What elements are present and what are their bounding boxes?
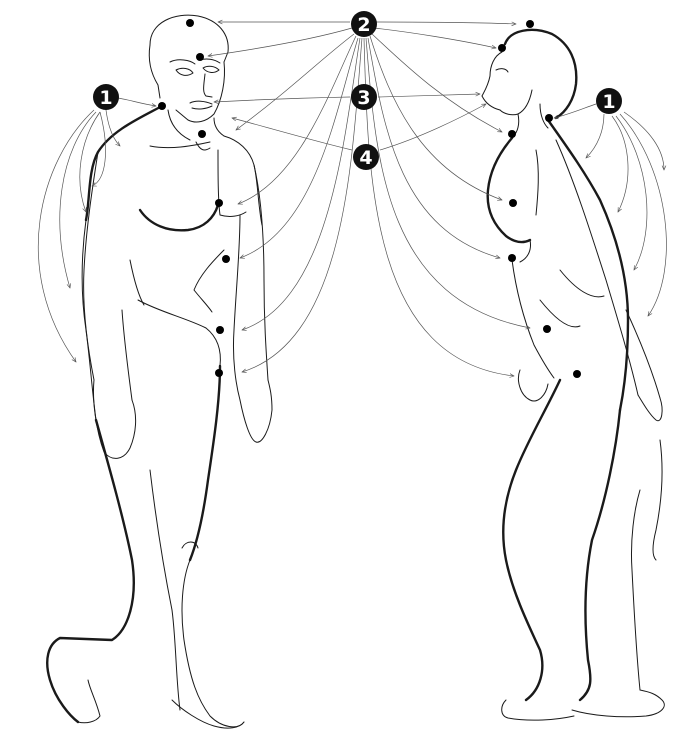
point-dot	[158, 102, 166, 110]
point-dot	[215, 199, 223, 207]
marker-label: 1	[99, 87, 112, 109]
point-dot	[196, 53, 204, 61]
point-dot	[508, 130, 516, 138]
point-dot	[216, 326, 224, 334]
marker-label: 3	[357, 87, 370, 109]
male-figure	[47, 15, 272, 728]
marker-badge: 4	[353, 144, 379, 170]
point-dot	[573, 370, 581, 378]
marker-badge: 1	[93, 84, 119, 110]
marker-label: 4	[359, 147, 372, 169]
point-dot	[198, 130, 206, 138]
marker-badge: 2	[351, 11, 377, 37]
marker-3-arrows	[214, 94, 480, 102]
point-dot	[215, 369, 223, 377]
marker-badge: 3	[351, 84, 377, 110]
point-dot	[543, 325, 551, 333]
point-dot	[186, 19, 194, 27]
point-dot	[498, 44, 506, 52]
marker-label: 1	[602, 91, 615, 113]
point-dot	[526, 20, 534, 28]
point-dot	[545, 114, 553, 122]
point-dot	[508, 254, 516, 262]
marker-label: 2	[357, 14, 370, 36]
point-dot	[509, 199, 517, 207]
female-point-dots	[498, 20, 581, 378]
marker-1-left-arrows	[38, 98, 156, 362]
marker-badge: 1	[596, 88, 622, 114]
marker-2-arrows	[208, 22, 530, 376]
marker-1-right-arrows	[554, 104, 666, 316]
point-dot	[222, 255, 230, 263]
marker-4-arrows	[232, 104, 486, 150]
